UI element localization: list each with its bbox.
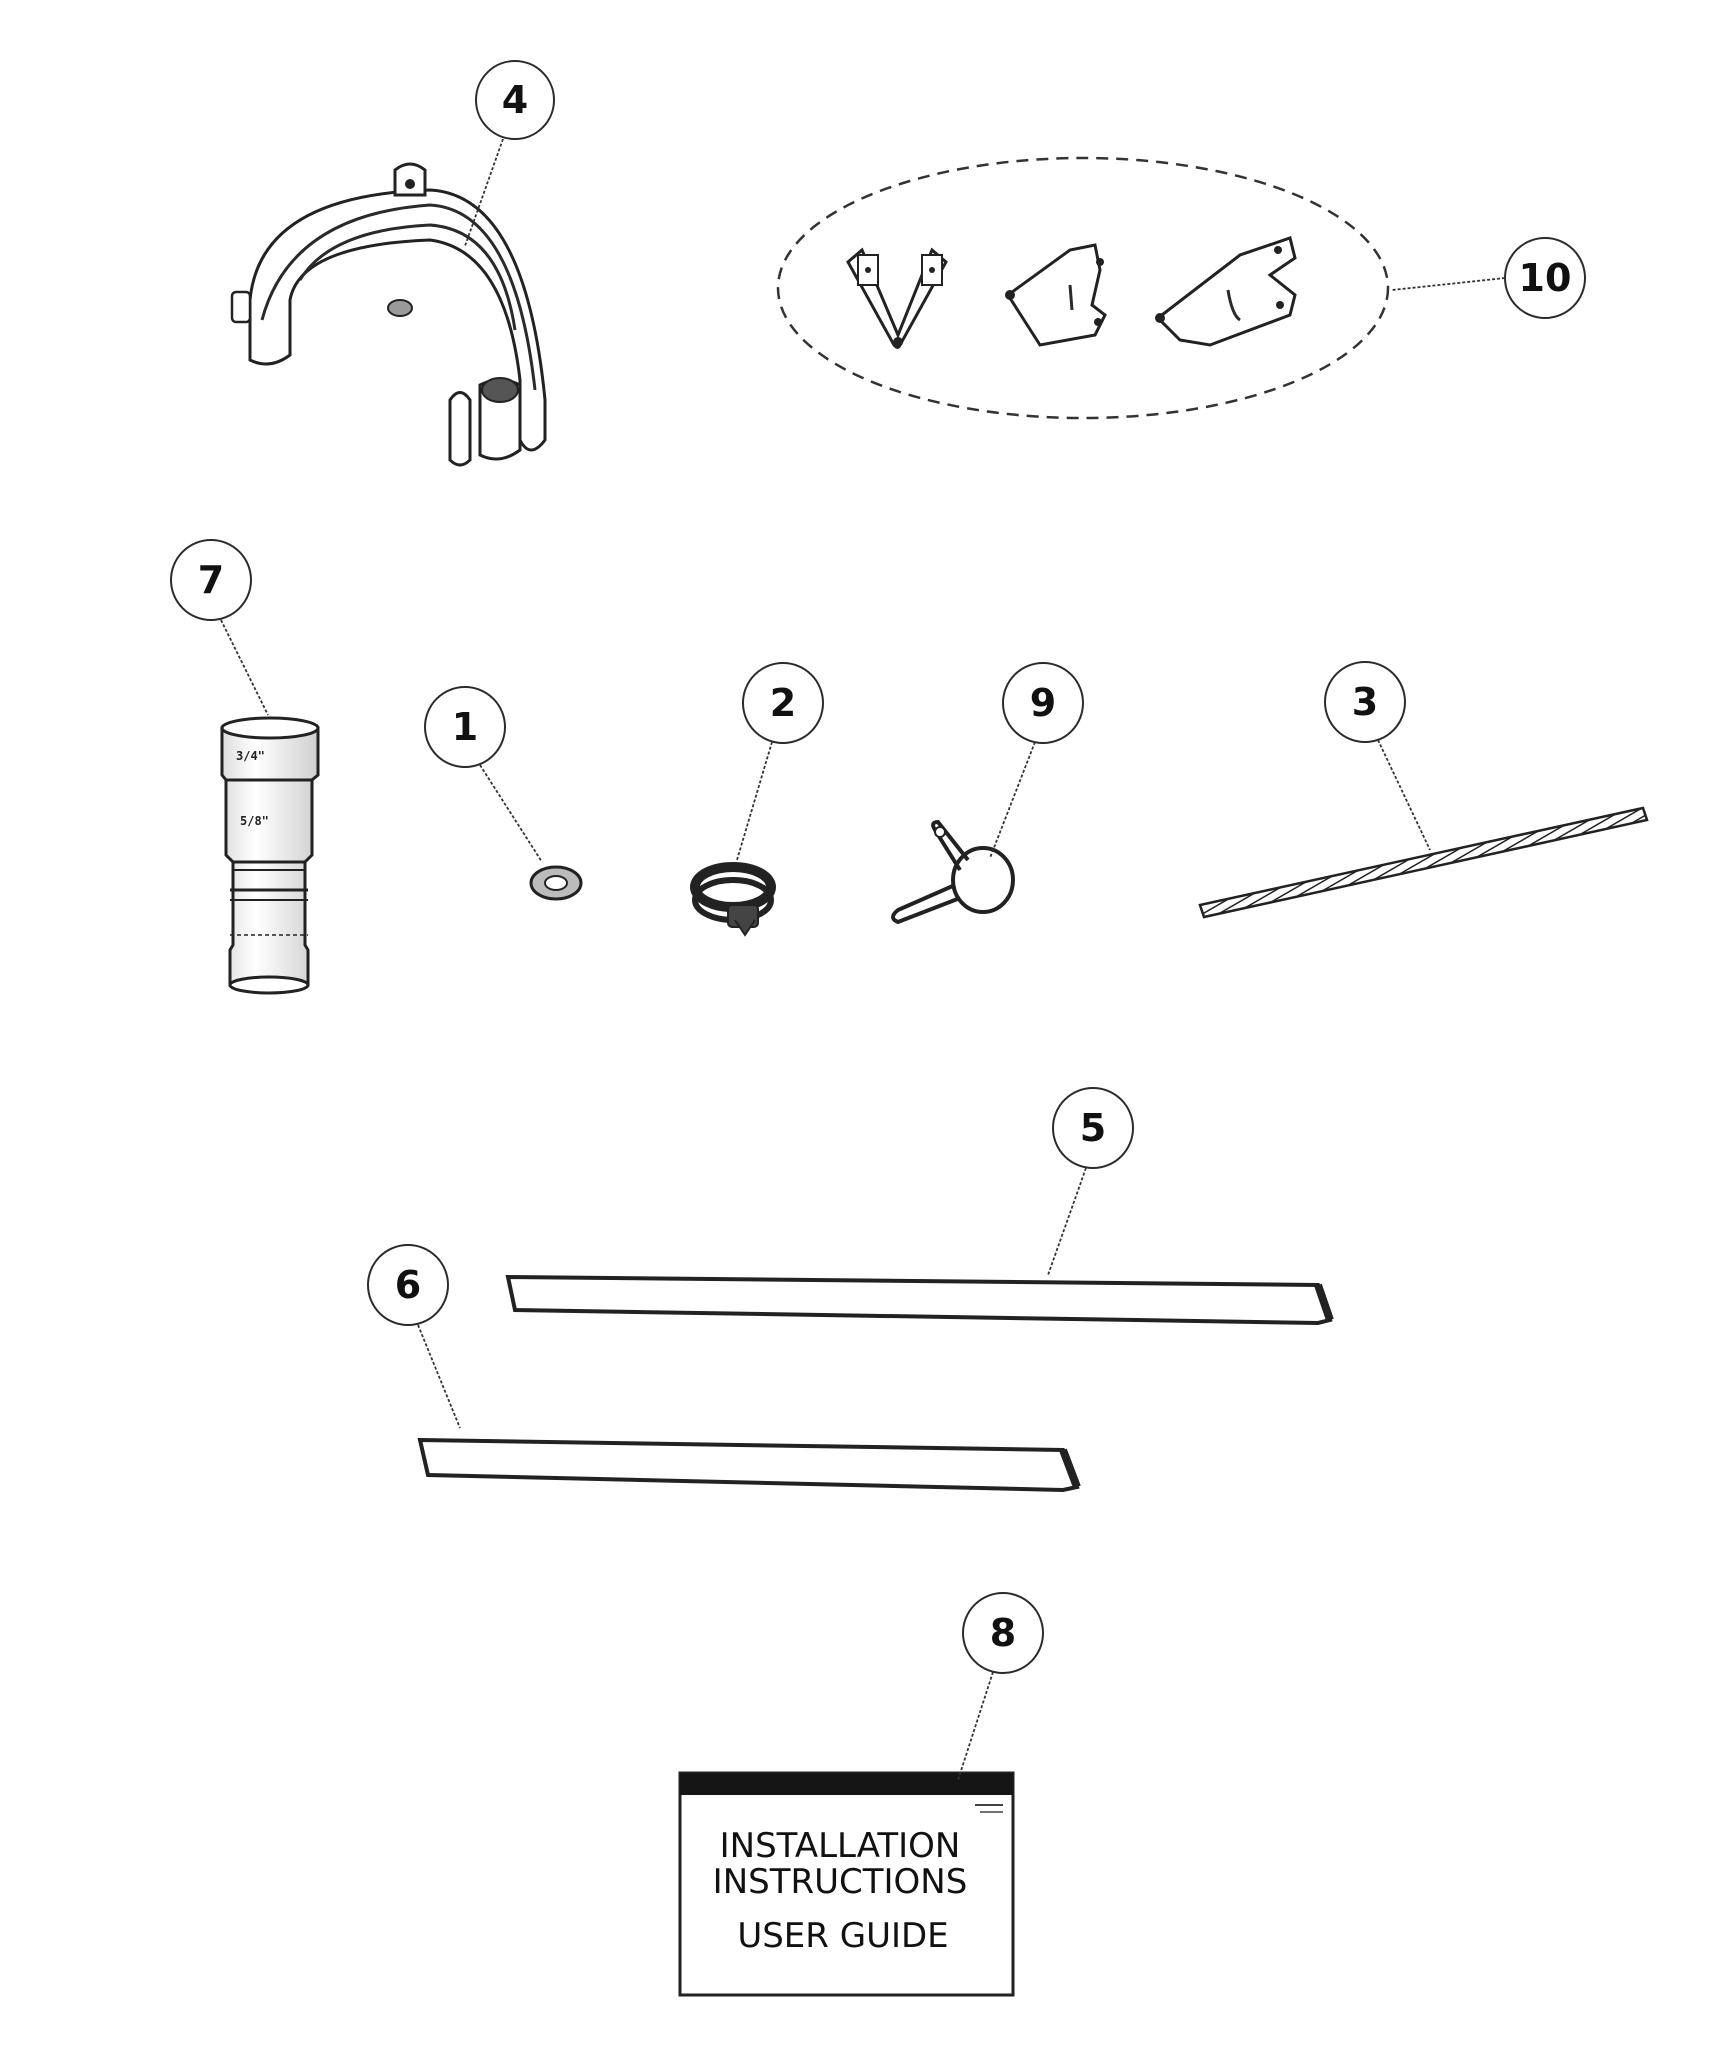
callout-1-leader	[479, 764, 543, 863]
callout-3-label: 3	[1352, 680, 1378, 724]
callout-9: 9	[989, 662, 1084, 859]
part-6-short-strip	[417, 1437, 1081, 1493]
part-10-clip-group	[776, 156, 1390, 420]
adapter-mark-5-8: 5/8"	[240, 814, 269, 828]
part-5-long-strip	[505, 1274, 1334, 1326]
part-1-washer	[529, 865, 583, 901]
callout-2-circle	[742, 662, 824, 744]
callout-6: 6	[367, 1244, 461, 1429]
callout-3-circle	[1324, 661, 1406, 743]
callout-5-circle	[1052, 1087, 1134, 1169]
callout-7: 7	[170, 539, 269, 716]
callout-5: 5	[1047, 1087, 1134, 1276]
callout-6-label: 6	[395, 1263, 421, 1307]
callout-9-circle	[1002, 662, 1084, 744]
part-2-hose-clamp	[690, 862, 776, 937]
manual-line-instructions: INSTRUCTIONS	[713, 1862, 968, 1902]
callout-10-label: 10	[1519, 256, 1572, 300]
manual-line-installation: INSTALLATION	[720, 1826, 961, 1866]
callout-2: 2	[736, 662, 824, 861]
manual-header-bar	[680, 1773, 1013, 1795]
callout-7-label: 7	[198, 558, 224, 602]
callout-2-leader	[736, 741, 773, 861]
callout-1-label: 1	[452, 705, 478, 749]
callout-7-circle	[170, 539, 252, 621]
callout-4-leader	[464, 138, 504, 247]
callout-3-leader	[1377, 739, 1431, 851]
callout-8-circle	[962, 1592, 1044, 1674]
callout-4-circle	[475, 60, 555, 140]
callout-2-label: 2	[770, 681, 796, 725]
part-10-dashed-outline	[776, 156, 1390, 420]
callout-9-leader	[989, 741, 1036, 859]
part-4-bracket	[230, 162, 547, 467]
callout-6-leader	[417, 1324, 461, 1429]
callout-6-circle	[367, 1244, 449, 1326]
callout-7-leader	[220, 619, 269, 716]
callout-10-leader	[1391, 277, 1506, 291]
callout-9-label: 9	[1030, 681, 1056, 725]
part-9-spring-clip	[891, 819, 1015, 925]
callout-3: 3	[1324, 661, 1431, 851]
callout-5-label: 5	[1080, 1106, 1106, 1150]
callout-8: 8	[957, 1592, 1044, 1781]
part-3-spring-rod	[1198, 806, 1649, 919]
callout-8-label: 8	[990, 1611, 1016, 1655]
part-7-hose-adapter: 3/4" 5/8"	[220, 716, 320, 995]
callout-4-label: 4	[502, 78, 528, 122]
callout-4: 4	[464, 60, 555, 247]
callout-10: 10	[1391, 237, 1586, 319]
part-8-manual: INSTALLATION INSTRUCTIONS USER GUIDE	[678, 1771, 1015, 1997]
callout-1: 1	[424, 686, 543, 863]
manual-line-user-guide: USER GUIDE	[737, 1916, 948, 1956]
manual-cover	[678, 1771, 1015, 1997]
callout-5-leader	[1047, 1167, 1087, 1276]
adapter-mark-3-4: 3/4"	[236, 749, 265, 763]
callout-8-leader	[957, 1671, 994, 1781]
callout-1-circle	[424, 686, 506, 768]
